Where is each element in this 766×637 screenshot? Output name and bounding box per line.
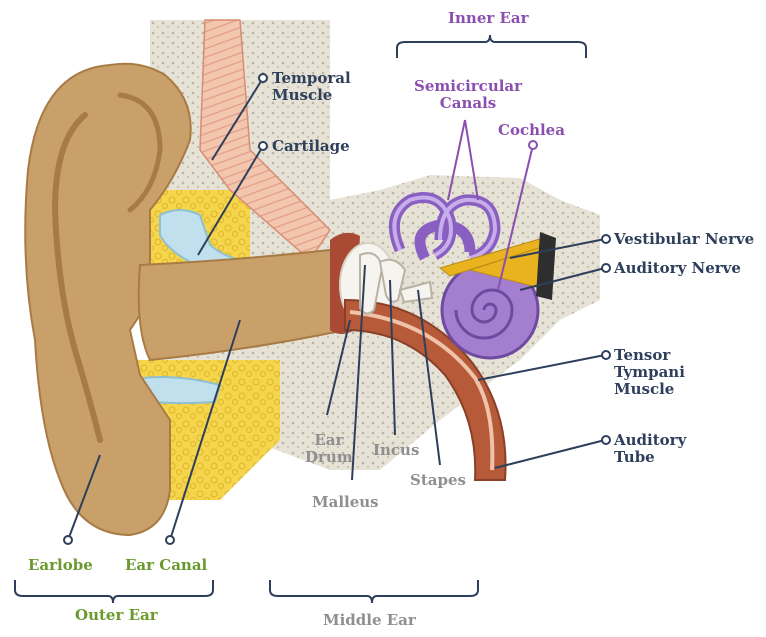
semicircular-canals-label: Semicircular Canals (414, 78, 522, 112)
outer-ear-bracket (15, 580, 213, 603)
inner-ear-bracket (397, 35, 586, 58)
stapes-label: Stapes (410, 472, 466, 489)
earlobe-label: Earlobe (28, 557, 93, 574)
cartilage-label: Cartilage (272, 138, 350, 155)
vestibular-nerve-label: Vestibular Nerve (614, 231, 754, 248)
temporal-muscle-label: Temporal Muscle (272, 70, 351, 104)
incus-label: Incus (373, 442, 419, 459)
malleus-label: Malleus (312, 494, 379, 511)
auditory-tube-label: Auditory Tube (614, 432, 686, 466)
middle-ear-label: Middle Ear (323, 612, 416, 629)
outer-ear-label: Outer Ear (75, 607, 158, 624)
cochlea-label: Cochlea (498, 122, 565, 139)
ear-canal-label: Ear Canal (125, 557, 207, 574)
tensor-tympani-muscle-label: Tensor Tympani Muscle (614, 347, 685, 398)
ear-drum-label: Ear Drum (305, 432, 353, 466)
inner-ear-label: Inner Ear (448, 10, 529, 27)
auditory-nerve-label: Auditory Nerve (614, 260, 741, 277)
middle-ear-bracket (270, 580, 478, 603)
